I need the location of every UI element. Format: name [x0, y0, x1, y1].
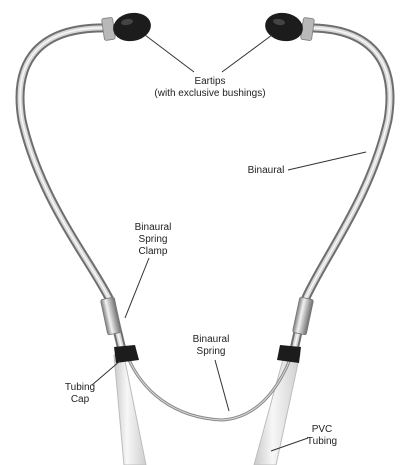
label-pvc-tubing-line2: Tubing [306, 436, 338, 447]
leader-binaural [287, 151, 367, 171]
label-pvc-tubing-line1: PVC [311, 424, 333, 435]
label-binaural-spring: Binaural Spring [188, 334, 234, 358]
binaural-tubes [15, 23, 395, 355]
leader-spring-clamp [124, 257, 150, 319]
label-tubing-cap-line2: Cap [70, 394, 90, 405]
label-binaural-spring-line2: Spring [196, 346, 226, 357]
label-pvc-tubing: PVC Tubing [302, 424, 342, 448]
leader-eartips-left [144, 34, 195, 73]
leader-lines [91, 34, 367, 452]
label-tubing-cap: Tubing Cap [60, 382, 100, 406]
tubing-cap [114, 345, 301, 363]
label-eartips: Eartips (with exclusive bushings) [148, 76, 272, 100]
eartips [101, 12, 315, 42]
label-spring-clamp: Binaural Spring Clamp [130, 222, 176, 258]
label-eartips-line1: Eartips [194, 76, 226, 87]
binaural-spring [123, 349, 295, 422]
label-binaural-spring-line1: Binaural [192, 334, 230, 345]
pvc-tubing [113, 351, 301, 465]
leader-binaural-spring [214, 359, 230, 412]
label-binaural: Binaural [244, 165, 288, 177]
label-binaural-line1: Binaural [247, 165, 285, 176]
leader-eartips-right [221, 34, 273, 73]
label-eartips-line2: (with exclusive bushings) [154, 88, 266, 99]
label-tubing-cap-line1: Tubing [64, 382, 96, 393]
leader-tubing-cap [91, 360, 121, 386]
binaural-spring-clamp [100, 296, 314, 336]
label-spring-clamp-line1: Binaural [134, 222, 172, 233]
leader-pvc-tubing [270, 437, 309, 452]
label-spring-clamp-line2: Spring [138, 234, 168, 245]
label-spring-clamp-line3: Clamp [138, 246, 168, 257]
